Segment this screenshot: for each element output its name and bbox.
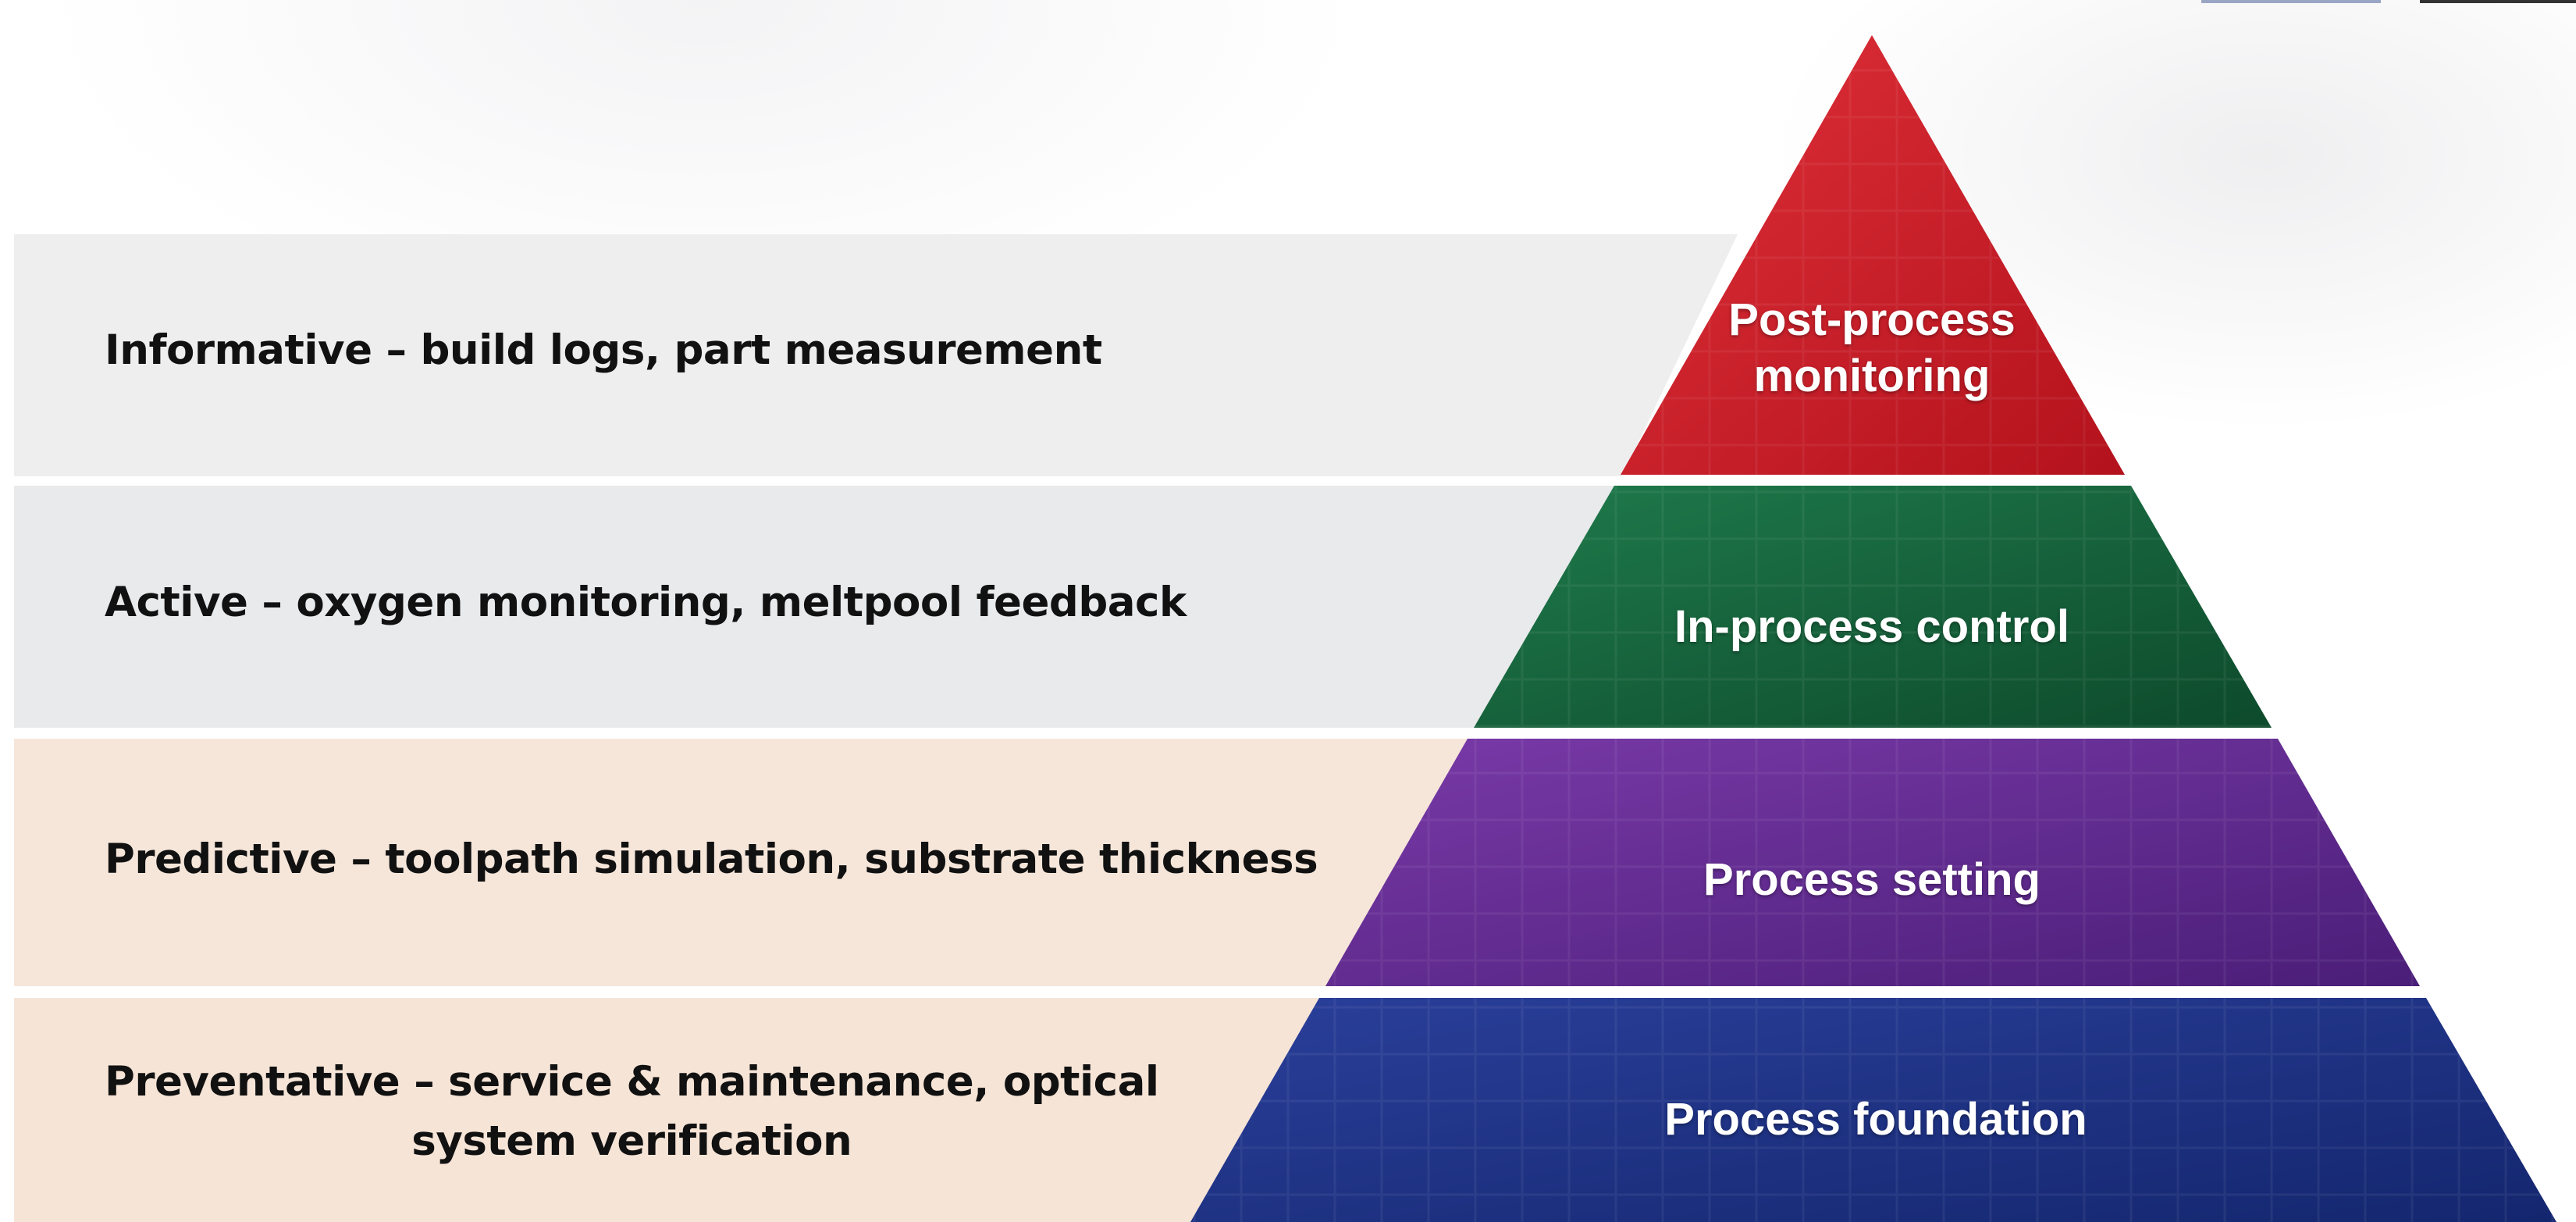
tier-post-process-line-1: Post-process [1728, 294, 2016, 345]
band-informative [14, 234, 1738, 476]
band-preventative-text: Preventative – service & maintenance, op… [105, 1053, 1159, 1171]
tier-process-setting-label: Process setting [1703, 854, 2041, 905]
band-preventative-line-1: Preventative – service & maintenance, op… [105, 1058, 1159, 1106]
top-right-mark-2 [2420, 0, 2576, 3]
band-active-text: Active – oxygen monitoring, meltpool fee… [105, 579, 1187, 626]
tier-in-process-texture [1474, 486, 2272, 728]
band-predictive-text: Predictive – toolpath simulation, substr… [105, 835, 1318, 883]
band-active [14, 486, 1617, 728]
tier-process-setting-texture [1325, 739, 2420, 986]
band-informative-text: Informative – build logs, part measureme… [105, 326, 1102, 374]
tier-process-foundation-label: Process foundation [1664, 1094, 2087, 1145]
tier-process-foundation-texture [1190, 998, 2556, 1222]
tier-post-process-label: Post-process monitoring [1716, 292, 2028, 404]
tier-in-process-label: In-process control [1674, 601, 2069, 652]
band-predictive [14, 739, 1469, 986]
band-preventative [14, 998, 1319, 1222]
band-preventative-line-2: system verification [411, 1117, 852, 1165]
tier-post-process-line-2: monitoring [1753, 351, 1991, 401]
tier-post-process-texture [1621, 35, 2125, 475]
top-right-mark-1 [2201, 0, 2381, 3]
